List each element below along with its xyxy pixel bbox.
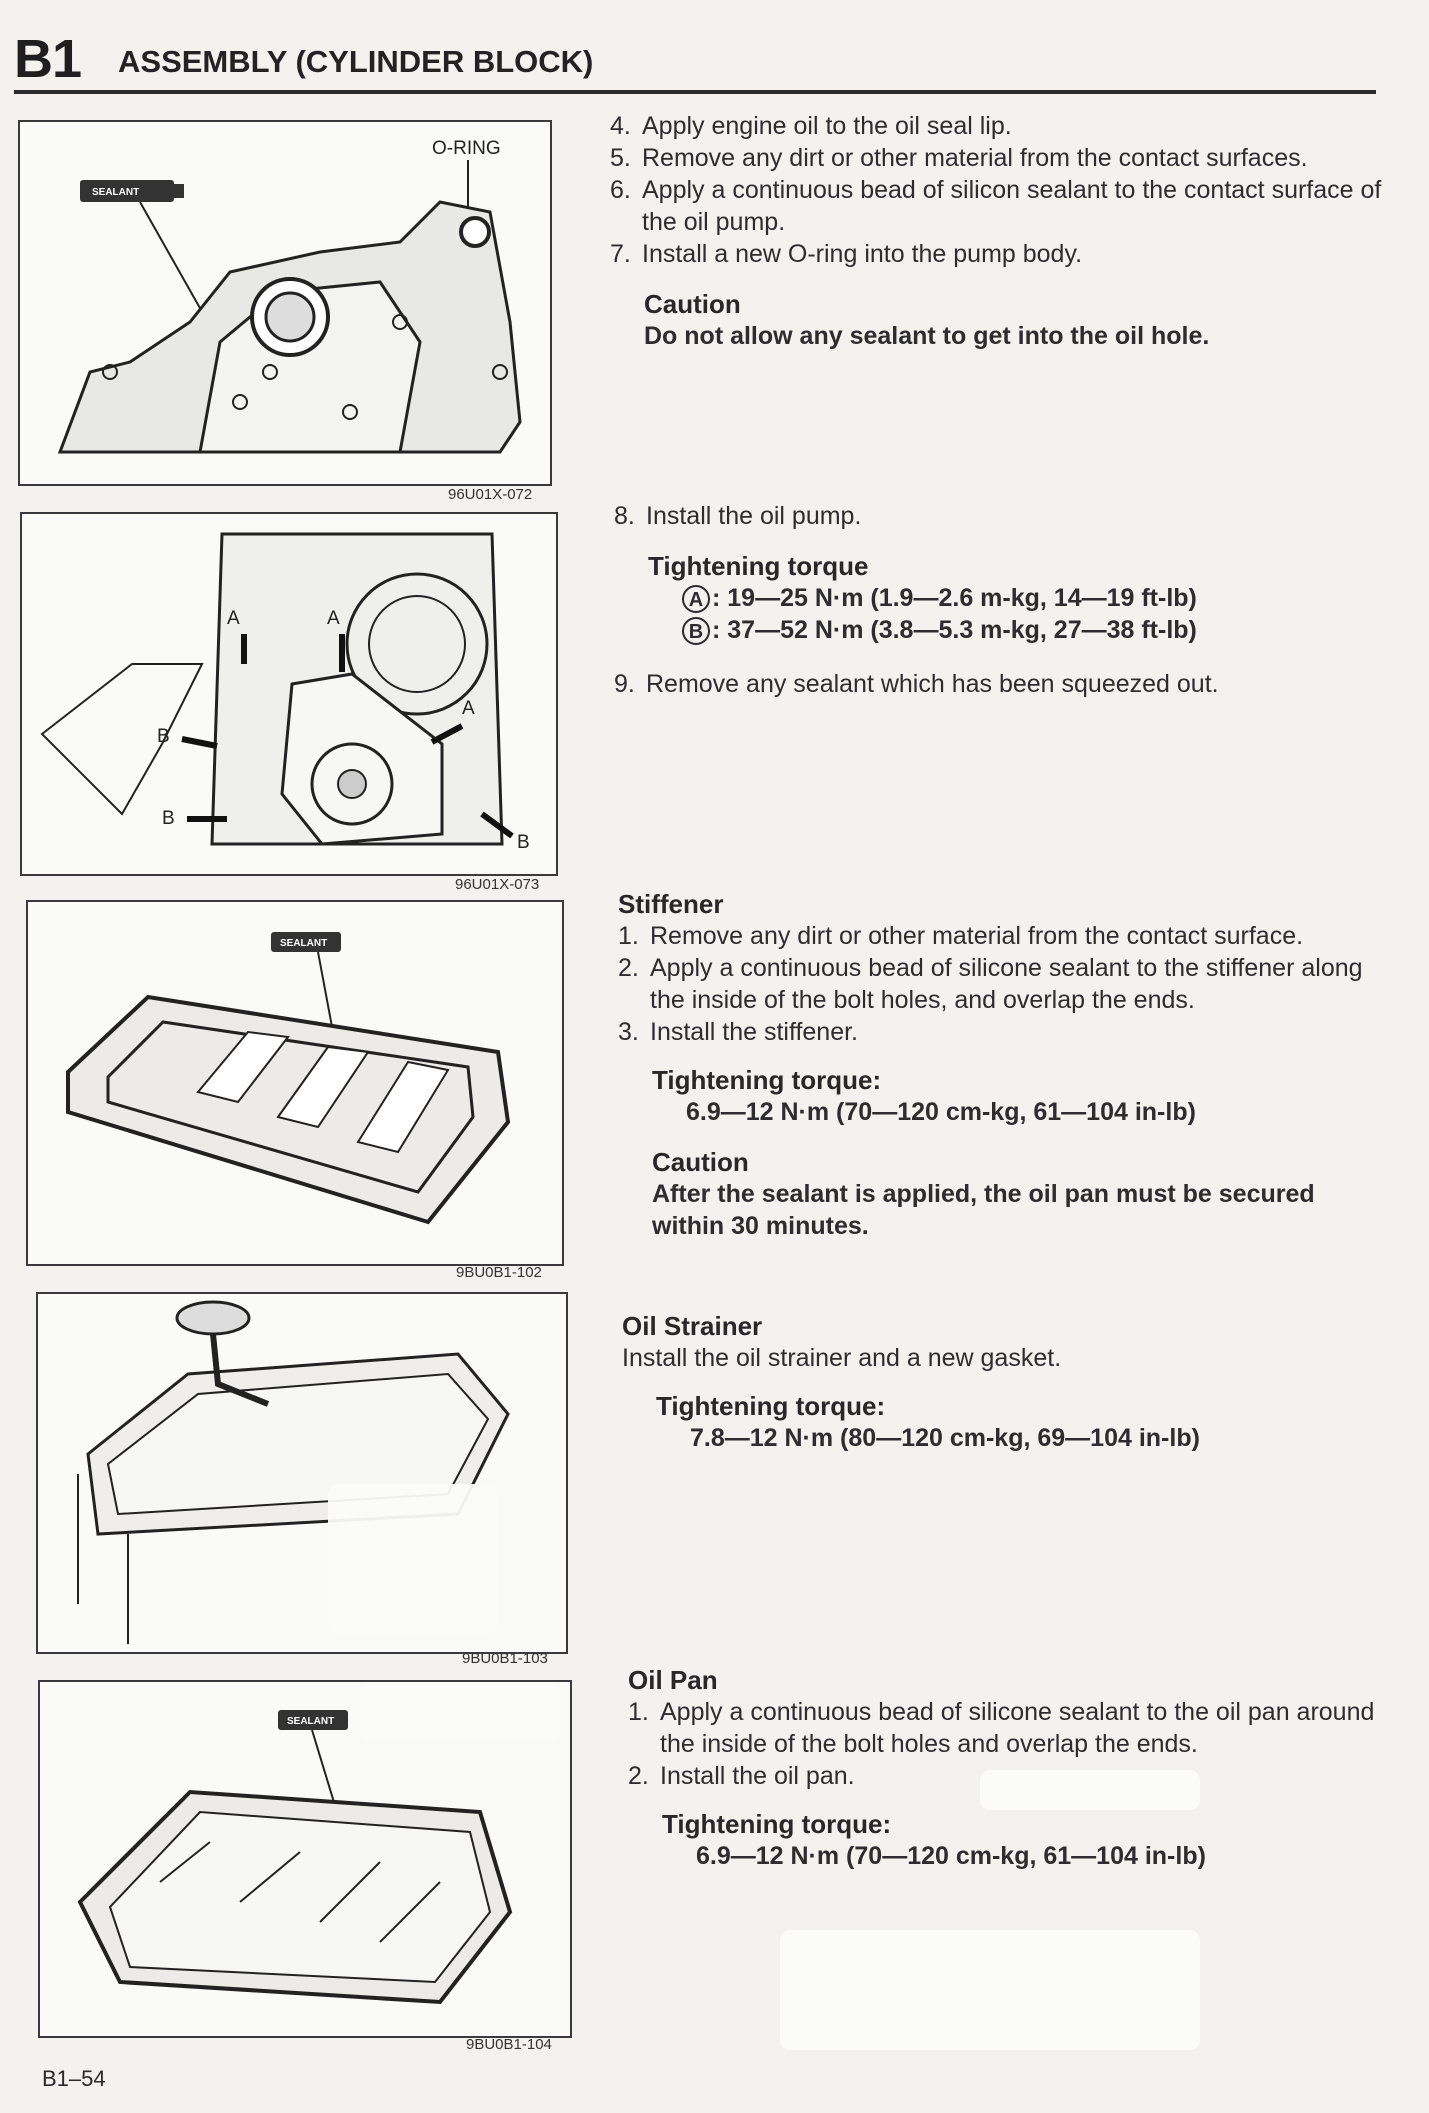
step-item: 2.Install the oil pan. (628, 1762, 855, 1790)
oil-strainer-section: Oil Strainer Install the oil strainer an… (622, 1310, 1382, 1454)
section-code: B1 (14, 29, 82, 89)
step-item: 8.Install the oil pump. (614, 502, 862, 530)
stiffener-section: Stiffener 1.Remove any dirt or other mat… (618, 888, 1398, 1242)
torque-title: Tightening torque: (656, 1391, 886, 1421)
torque-b: B: 37—52 N·m (3.8—5.3 m-kg, 27—38 ft-lb) (648, 614, 1374, 646)
torque-value: 6.9—12 N·m (70—120 cm-kg, 61—104 in-lb) (696, 1842, 1206, 1870)
bolt-b-label-3: B (517, 832, 530, 853)
figure-code: 96U01X-073 (455, 876, 540, 893)
figure-code: 9BU0B1-103 (462, 1650, 548, 1667)
figure-oil-pan: SEALANT (38, 1680, 572, 2038)
section-heading: Stiffener (618, 889, 724, 919)
torque-title: Tightening torque: (652, 1065, 882, 1095)
stiffener-illustration: SEALANT (66, 932, 511, 1225)
strainer-instruction: Install the oil strainer and a new gaske… (622, 1344, 1062, 1372)
figure-code: 9BU0B1-102 (456, 1264, 542, 1281)
step-item: 4.Apply engine oil to the oil seal lip. (610, 112, 1012, 140)
whiteout-patch (980, 1770, 1200, 1810)
whiteout-patch (780, 1930, 1200, 2050)
torque-title: Tightening torque: (662, 1809, 892, 1839)
mark-b-icon: B (682, 617, 710, 645)
header-rule (14, 90, 1376, 94)
caution-text: After the sealant is applied, the oil pa… (652, 1180, 1315, 1240)
oil-pan-illustration: SEALANT (77, 1710, 513, 2005)
bolt-a-label-2: A (327, 608, 340, 629)
caution-title: Caution (652, 1147, 749, 1177)
bolt-a-label-1: A (227, 608, 240, 629)
page-header: B1 ASSEMBLY (CYLINDER BLOCK) (14, 28, 1376, 100)
step-item: 7.Install a new O-ring into the pump bod… (610, 240, 1083, 268)
caution-title: Caution (644, 289, 741, 319)
mark-a-icon: A (682, 585, 710, 613)
sealant-tag-label: SEALANT (287, 1716, 334, 1727)
caution-text: Do not allow any sealant to get into the… (644, 322, 1210, 350)
oil-pump-illustration: SEALANT O-RING (57, 138, 522, 454)
figure-oil-strainer (36, 1292, 568, 1654)
bolt-b-label-1: B (157, 726, 170, 747)
oring-label: O-RING (432, 138, 501, 159)
oil-pan-section: Oil Pan 1.Apply a continuous bead of sil… (628, 1664, 1398, 1872)
step-item: 9.Remove any sealant which has been sque… (614, 670, 1219, 698)
whiteout-patch (360, 1682, 560, 1742)
step-item: 1.Apply a continuous bead of silicone se… (628, 1698, 1375, 1758)
figure-stiffener: SEALANT (26, 900, 564, 1266)
step-item: 6.Apply a continuous bead of silicon sea… (610, 176, 1382, 236)
figure-code: 9BU0B1-104 (466, 2036, 552, 2053)
sealant-tag-label: SEALANT (92, 187, 139, 198)
figure-code: 96U01X-072 (448, 486, 533, 503)
oil-pump-bolts-illustration: A A A B B B (40, 532, 530, 853)
sealant-tube-icon (278, 1710, 348, 1730)
step-item: 5.Remove any dirt or other material from… (610, 144, 1308, 172)
bolt-a-label-3: A (462, 698, 475, 719)
sealant-tube-icon (80, 180, 174, 202)
sealant-tag-label: SEALANT (280, 938, 327, 949)
whiteout-patch (328, 1484, 498, 1634)
figure-oil-pump-sealant: SEALANT O-RING (18, 120, 552, 486)
step-item: 2.Apply a continuous bead of silicone se… (618, 954, 1363, 1014)
oil-pump-install-steps: 4.Apply engine oil to the oil seal lip. … (610, 110, 1390, 352)
page-number: B1–54 (42, 2066, 106, 2091)
step-item: 3.Install the stiffener. (618, 1018, 858, 1046)
torque-value: 7.8—12 N·m (80—120 cm-kg, 69—104 in-lb) (690, 1424, 1200, 1452)
bolt-b-label-2: B (162, 808, 175, 829)
oil-pump-torque-block: 8.Install the oil pump. Tightening torqu… (614, 500, 1374, 700)
section-heading: Oil Strainer (622, 1311, 763, 1341)
torque-a: A: 19—25 N·m (1.9—2.6 m-kg, 14—19 ft-lb) (648, 582, 1374, 614)
step-item: 1.Remove any dirt or other material from… (618, 922, 1304, 950)
figure-oil-pump-bolts: A A A B B B (20, 512, 558, 876)
torque-title: Tightening torque (648, 551, 869, 581)
sealant-tube-icon (271, 932, 341, 952)
section-heading: Oil Pan (628, 1665, 718, 1695)
page-title: ASSEMBLY (CYLINDER BLOCK) (118, 44, 594, 79)
torque-value: 6.9—12 N·m (70—120 cm-kg, 61—104 in-lb) (686, 1098, 1196, 1126)
